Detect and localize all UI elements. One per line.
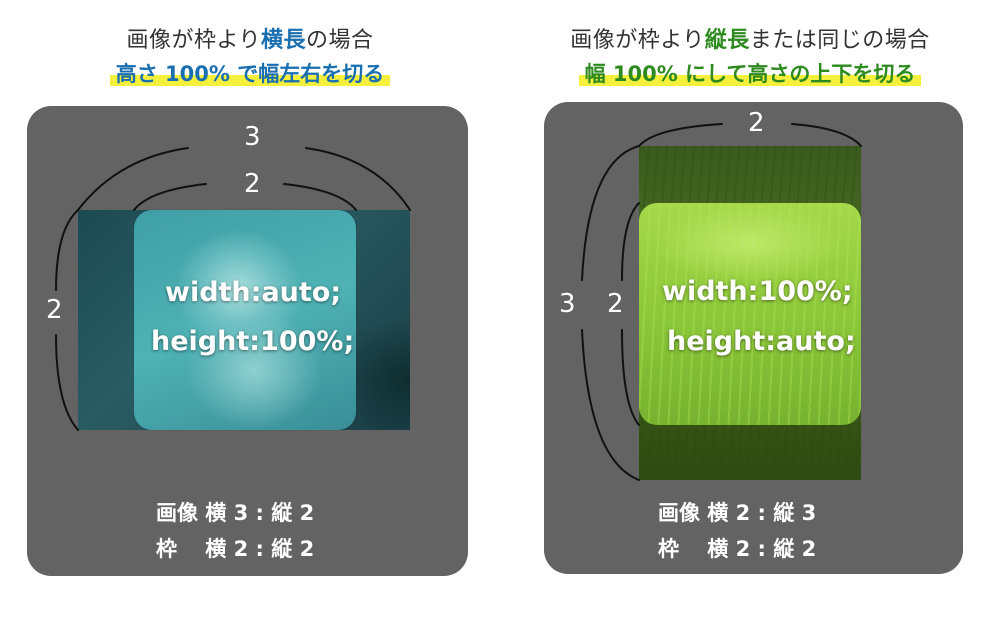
left-title-emphasis: 横長 — [261, 28, 307, 53]
tall-image-frame — [639, 203, 861, 425]
right-css-height-label: height:auto; — [667, 326, 856, 357]
wide-image-frame — [134, 210, 356, 430]
right-css-width-label: width:100%; — [662, 276, 853, 307]
right-title: 画像が枠より縦長または同じの場合 — [500, 22, 1000, 54]
right-subtitle: 幅 100% にして高さの上下を切る — [500, 58, 1000, 88]
right-subtitle-text: 幅 100% にして高さの上下を切る — [578, 62, 922, 86]
left-css-width-label: width:auto; — [165, 277, 342, 308]
left-title-pre: 画像が枠より — [126, 28, 262, 53]
right-caption-frame-ratio: 枠 横 2 : 縦 2 — [658, 537, 817, 561]
right-title-emphasis: 縦長 — [704, 28, 750, 53]
left-inner-width-number: 2 — [244, 169, 261, 199]
right-caption-image-ratio: 画像 横 2 : 縦 3 — [658, 501, 817, 525]
left-outer-width-number: 3 — [244, 122, 261, 152]
right-outer-height-number: 3 — [559, 289, 576, 319]
left-caption-frame-ratio: 枠 横 2 : 縦 2 — [156, 537, 315, 561]
right-inner-height-number: 2 — [607, 289, 624, 319]
left-subtitle: 高さ 100% で幅左右を切る — [0, 58, 500, 88]
left-title: 画像が枠より横長の場合 — [0, 22, 500, 54]
left-height-number: 2 — [46, 295, 63, 325]
left-subtitle-text: 高さ 100% で幅左右を切る — [109, 62, 391, 86]
left-css-height-label: height:100%; — [151, 326, 355, 357]
right-title-post: または同じの場合 — [749, 28, 930, 53]
left-title-post: の場合 — [306, 28, 374, 53]
left-caption-image-ratio: 画像 横 3 : 縦 2 — [156, 501, 315, 525]
right-title-pre: 画像が枠より — [570, 28, 705, 53]
right-width-number: 2 — [748, 108, 765, 138]
